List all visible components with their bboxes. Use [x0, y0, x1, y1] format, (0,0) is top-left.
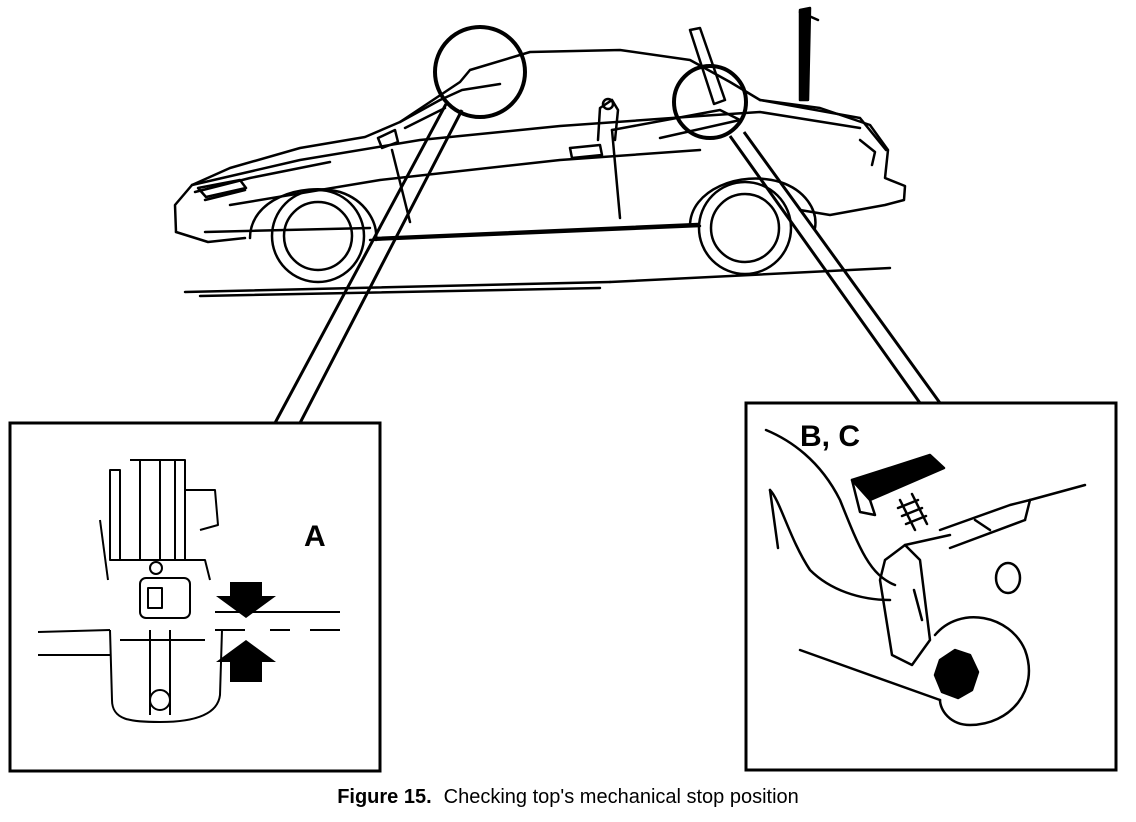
detail-box-a: A — [8, 421, 382, 773]
figure-title: Checking top's mechanical stop position — [443, 786, 799, 808]
car-illustration — [173, 6, 907, 298]
detail-circle-bc — [672, 64, 748, 140]
figure-number: Figure 15. — [337, 786, 432, 808]
detail-box-bc: B, C — [744, 401, 1118, 772]
callout-leaders — [273, 103, 942, 425]
detail-label-bc: B, C — [800, 420, 860, 453]
figure-caption: Figure 15. Checking top's mechanical stop… — [0, 786, 1136, 809]
detail-circle-a — [433, 25, 527, 119]
detail-label-a: A — [304, 520, 326, 553]
